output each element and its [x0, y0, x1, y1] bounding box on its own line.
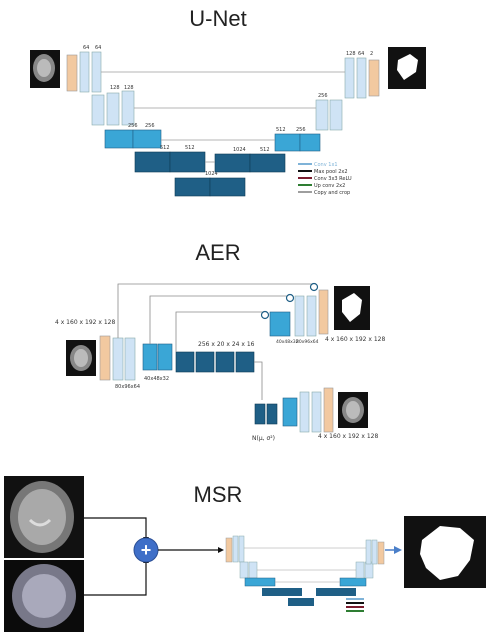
unet-label-512c: 512	[260, 147, 270, 153]
aer-latent-label: N(μ, σ²)	[252, 435, 275, 442]
legend-conv3x3: Conv 3x3 ReLU	[314, 176, 352, 182]
unet-label-256b: 256	[145, 123, 155, 129]
aer-enc-block-a	[112, 337, 124, 381]
aer-dec-block-b	[294, 295, 305, 337]
aer-dec-orange	[318, 289, 329, 335]
unet-enc4-block-a	[134, 151, 171, 173]
unet-label-256d: 256	[318, 93, 328, 99]
unet-enc2-block-a	[91, 94, 105, 126]
aer-bottleneck-d	[235, 351, 255, 373]
msr-mini-unet	[225, 535, 385, 612]
unet-label-64a: 64	[83, 45, 89, 51]
legend-conv1x1: Conv 1x1	[314, 162, 338, 168]
unet-label-512b: 512	[185, 145, 195, 151]
unet-enc2-block-b	[106, 92, 120, 126]
aer-input-dims: 4 x 160 x 192 x 128	[55, 319, 115, 326]
aer-enc1-dims: 80x96x64	[115, 384, 140, 390]
aer-vae-block-b	[266, 403, 278, 425]
unet-enc3-block-a	[104, 129, 134, 149]
unet-label-64c: 64	[358, 51, 364, 57]
aer-dec-block-c	[306, 295, 317, 337]
unet-dec3-block-b	[299, 133, 321, 152]
msr-recon-image	[4, 560, 84, 632]
aer-diagram: 4 x 160 x 192 x 128 80x96x64 40x48x32 25…	[55, 282, 385, 442]
unet-dec1-orange	[368, 59, 380, 97]
unet-label-256c: 256	[296, 127, 306, 133]
unet-enc1-block-b	[91, 51, 102, 93]
msr-plus-symbol: +	[141, 540, 152, 560]
unet-dec4-block-b	[249, 153, 286, 173]
aer-recon-dims: 4 x 160 x 192 x 128	[318, 433, 378, 440]
unet-legend: Conv 1x1 Max pool 2x2 Conv 3x3 ReLU Up c…	[298, 162, 352, 196]
aer-output-dims: 4 x 160 x 192 x 128	[325, 336, 385, 343]
unet-bottleneck-b	[209, 177, 246, 197]
msr-output-mask	[404, 516, 486, 588]
aer-vae-block-e	[311, 391, 322, 433]
msr-arrow-to-output	[394, 546, 402, 554]
aer-recon-image	[338, 392, 368, 428]
aer-dec1-dims: 40x48x32	[276, 339, 299, 345]
aer-title: AER	[195, 240, 241, 265]
unet-enc3-block-b	[132, 129, 162, 149]
aer-output-mask	[334, 286, 370, 330]
aer-enc2-dims: 40x48x32	[144, 376, 169, 382]
unet-dec2-block-b	[329, 99, 343, 131]
aer-skip-node-1	[309, 282, 319, 292]
unet-dec4-block-a	[214, 153, 251, 173]
aer-enc-block-d	[157, 343, 173, 371]
aer-skip-node-3	[260, 310, 270, 320]
legend-upconv: Up conv 2x2	[314, 183, 345, 189]
unet-label-1024a: 1024	[205, 171, 218, 177]
unet-label-1024b: 1024	[233, 147, 246, 153]
unet-enc1-block-a	[79, 51, 90, 93]
unet-diagram: 64 64 128 128 256 256 512 512 1024 1024 …	[30, 45, 426, 197]
unet-title: U-Net	[189, 6, 247, 31]
msr-title: MSR	[193, 482, 243, 507]
aer-bottleneck-dims: 256 x 20 x 24 x 16	[198, 341, 255, 348]
aer-bottleneck-c	[215, 351, 235, 373]
aer-skip-node-2	[285, 293, 295, 303]
unet-enc1-orange	[66, 54, 78, 92]
unet-skip-connections	[101, 71, 345, 163]
aer-dec2-dims: 80x96x64	[296, 339, 319, 345]
unet-dec3-block-a	[274, 133, 301, 152]
aer-dec-block-a	[269, 311, 291, 337]
aer-vae-block-a	[254, 403, 266, 425]
aer-vae-block-d	[299, 391, 310, 433]
unet-label-128b: 128	[124, 85, 134, 91]
aer-bottleneck-a	[175, 351, 195, 373]
aer-bottleneck-b	[195, 351, 215, 373]
aer-vae-block-c	[282, 397, 298, 427]
unet-label-128c: 128	[346, 51, 356, 57]
legend-copy: Copy and crop	[314, 190, 350, 196]
aer-enc-block-b	[124, 337, 136, 381]
unet-dec1-block-b	[356, 57, 367, 99]
legend-maxpool: Max pool 2x2	[314, 169, 348, 175]
aer-enc-orange	[99, 335, 111, 381]
unet-label-512d: 512	[276, 127, 286, 133]
unet-label-64b: 64	[95, 45, 101, 51]
unet-enc4-block-b	[169, 151, 206, 173]
unet-output-mask	[388, 47, 426, 89]
unet-enc2-block-c	[121, 90, 135, 126]
msr-arrow-to-net	[218, 547, 224, 553]
aer-vae-orange	[323, 387, 334, 433]
unet-bottleneck-a	[174, 177, 211, 197]
aer-enc-block-c	[142, 343, 158, 371]
unet-label-512a: 512	[160, 145, 170, 151]
unet-dec1-block-a	[344, 57, 355, 99]
msr-diagram: +	[4, 476, 486, 632]
aer-input-image	[66, 340, 96, 376]
unet-label-256a: 256	[128, 123, 138, 129]
unet-input-image	[30, 50, 60, 88]
unet-dec2-block-a	[315, 99, 329, 131]
msr-input-arrows	[84, 517, 147, 596]
msr-input-mri	[4, 476, 84, 558]
unet-label-2: 2	[370, 51, 373, 57]
unet-label-128a: 128	[110, 85, 120, 91]
